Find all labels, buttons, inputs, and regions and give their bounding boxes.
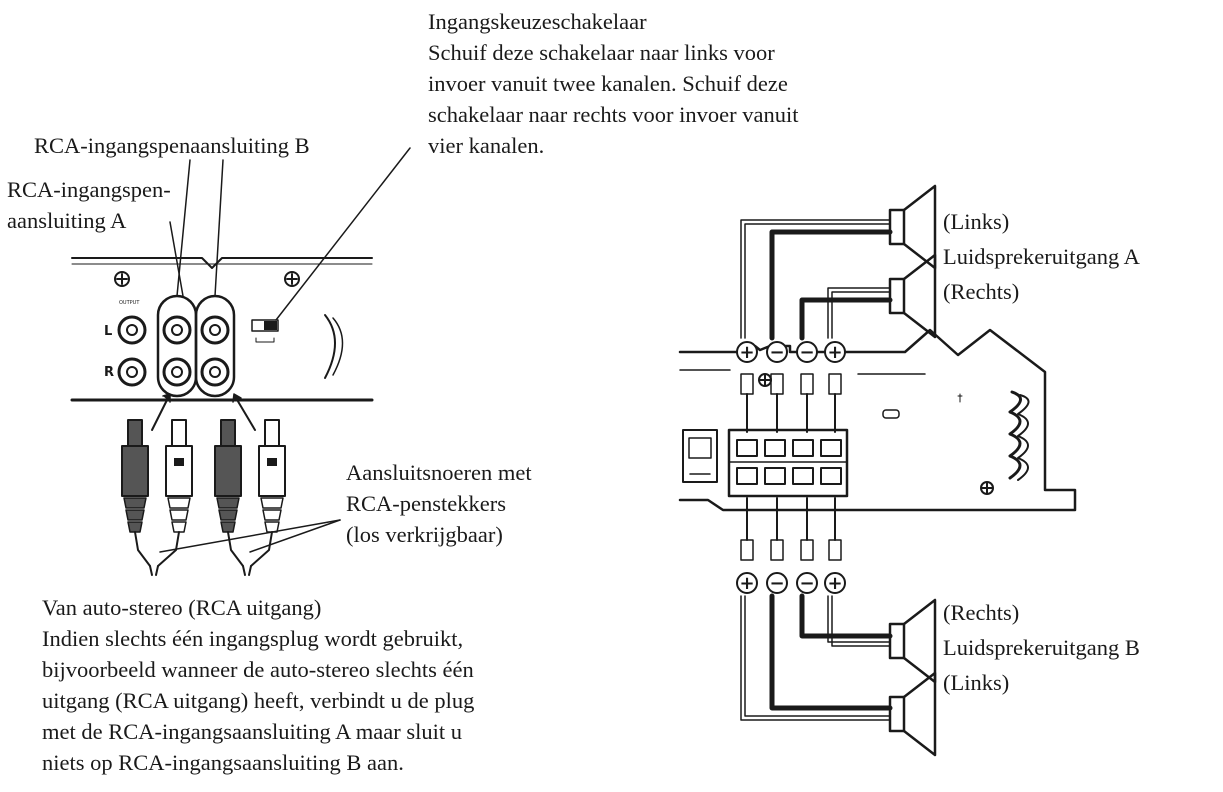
speaker-a-top-channel: (Links) bbox=[943, 209, 1010, 234]
amplifier-chassis bbox=[678, 328, 1077, 512]
svg-text:+: + bbox=[739, 573, 754, 594]
source-note-line: met de RCA-ingangsaansluiting A maar slu… bbox=[42, 719, 462, 744]
switch-callout-line: vier kanalen. bbox=[428, 133, 545, 158]
speaker-icon bbox=[888, 598, 937, 684]
polarity-marker: − bbox=[766, 341, 788, 363]
speaker-output-b-label: (Rechts) Luidsprekeruitgang B (Links) bbox=[943, 595, 1140, 700]
right-marking: R bbox=[104, 365, 114, 380]
rca-cords-label-line: RCA-penstekkers bbox=[346, 491, 506, 516]
source-note: Van auto-stereo (RCA uitgang) Indien sle… bbox=[42, 592, 474, 778]
switch-callout-line: schakelaar naar rechts voor invoer vanui… bbox=[428, 102, 799, 127]
source-note-line: uitgang (RCA uitgang) heeft, verbindt u … bbox=[42, 688, 475, 713]
svg-text:+: + bbox=[739, 342, 754, 363]
speaker-a-wiring bbox=[740, 219, 893, 433]
speaker-icon bbox=[888, 671, 937, 757]
speaker-icon bbox=[888, 184, 937, 270]
speaker-a-name: Luidsprekeruitgang A bbox=[943, 244, 1140, 269]
switch-callout-line: Schuif deze schakelaar naar links voor bbox=[428, 40, 775, 65]
source-note-title: Van auto-stereo (RCA uitgang) bbox=[42, 595, 322, 620]
speaker-b-bottom-channel: (Links) bbox=[943, 670, 1010, 695]
input-selector-switch bbox=[251, 319, 279, 343]
switch-callout-line: invoer vanuit twee kanalen. Schuif deze bbox=[428, 71, 788, 96]
rca-input-a-label-line: RCA-ingangspen- bbox=[7, 177, 171, 202]
polarity-marker: − bbox=[766, 572, 788, 594]
polarity-marker: + bbox=[824, 341, 846, 363]
polarity-marker: − bbox=[796, 341, 818, 363]
polarity-marker: − bbox=[796, 572, 818, 594]
source-note-line: bijvoorbeeld wanneer de auto-stereo slec… bbox=[42, 657, 474, 682]
svg-text:−: − bbox=[769, 573, 784, 594]
screw-icon bbox=[980, 481, 994, 495]
speaker-icon bbox=[888, 253, 937, 339]
rca-input-a-jacks bbox=[156, 294, 198, 398]
rca-input-a-label: RCA-ingangspen- aansluiting A bbox=[7, 174, 171, 236]
svg-text:−: − bbox=[799, 573, 814, 594]
rca-input-a-label-line: aansluiting A bbox=[7, 208, 127, 233]
switch-callout: Ingangskeuzeschakelaar Schuif deze schak… bbox=[428, 6, 798, 161]
polarity-marker: + bbox=[824, 572, 846, 594]
rca-input-b-label: RCA-ingangspenaansluiting B bbox=[34, 133, 310, 158]
source-note-line: niets op RCA-ingangsaansluiting B aan. bbox=[42, 750, 404, 775]
svg-text:−: − bbox=[769, 342, 784, 363]
polarity-marker: + bbox=[736, 572, 758, 594]
polarity-markers-b: + − − + bbox=[736, 572, 846, 594]
output-jack-l bbox=[117, 315, 147, 345]
output-jack-r bbox=[117, 357, 147, 387]
screw-icon bbox=[758, 373, 772, 387]
source-note-line: Indien slechts één ingangsplug wordt geb… bbox=[42, 626, 464, 651]
input-panel: OUTPUT L R bbox=[70, 147, 411, 431]
rca-plug-2 bbox=[165, 419, 193, 533]
rca-cords-label-line: (los verkrijgbaar) bbox=[346, 522, 503, 547]
polarity-markers-a: + − − + bbox=[736, 341, 846, 363]
polarity-marker: + bbox=[736, 341, 758, 363]
rca-plug-1 bbox=[121, 419, 149, 533]
rca-plug-3 bbox=[214, 419, 242, 533]
speaker-b-wiring bbox=[740, 497, 893, 721]
speaker-output-a-label: (Links) Luidsprekeruitgang A (Rechts) bbox=[943, 204, 1140, 309]
left-marking: L bbox=[104, 324, 112, 339]
speaker-a-bottom-channel: (Rechts) bbox=[943, 279, 1020, 304]
svg-text:−: − bbox=[799, 342, 814, 363]
svg-text:+: + bbox=[827, 342, 842, 363]
output-marking: OUTPUT bbox=[119, 300, 140, 306]
speaker-b-name: Luidsprekeruitgang B bbox=[943, 635, 1140, 660]
screw-icon bbox=[284, 271, 300, 287]
screw-icon bbox=[114, 271, 130, 287]
rca-cords-label-line: Aansluitsnoeren met bbox=[346, 460, 532, 485]
rca-input-b-jacks bbox=[194, 294, 236, 398]
speaker-terminal-block bbox=[727, 428, 849, 498]
switch-callout-title: Ingangskeuzeschakelaar bbox=[428, 9, 647, 34]
svg-text:+: + bbox=[827, 573, 842, 594]
rca-cords-label: Aansluitsnoeren met RCA-penstekkers (los… bbox=[346, 457, 532, 550]
speaker-b-top-channel: (Rechts) bbox=[943, 600, 1020, 625]
rca-plug-4 bbox=[258, 419, 286, 533]
rca-cables bbox=[134, 519, 341, 576]
